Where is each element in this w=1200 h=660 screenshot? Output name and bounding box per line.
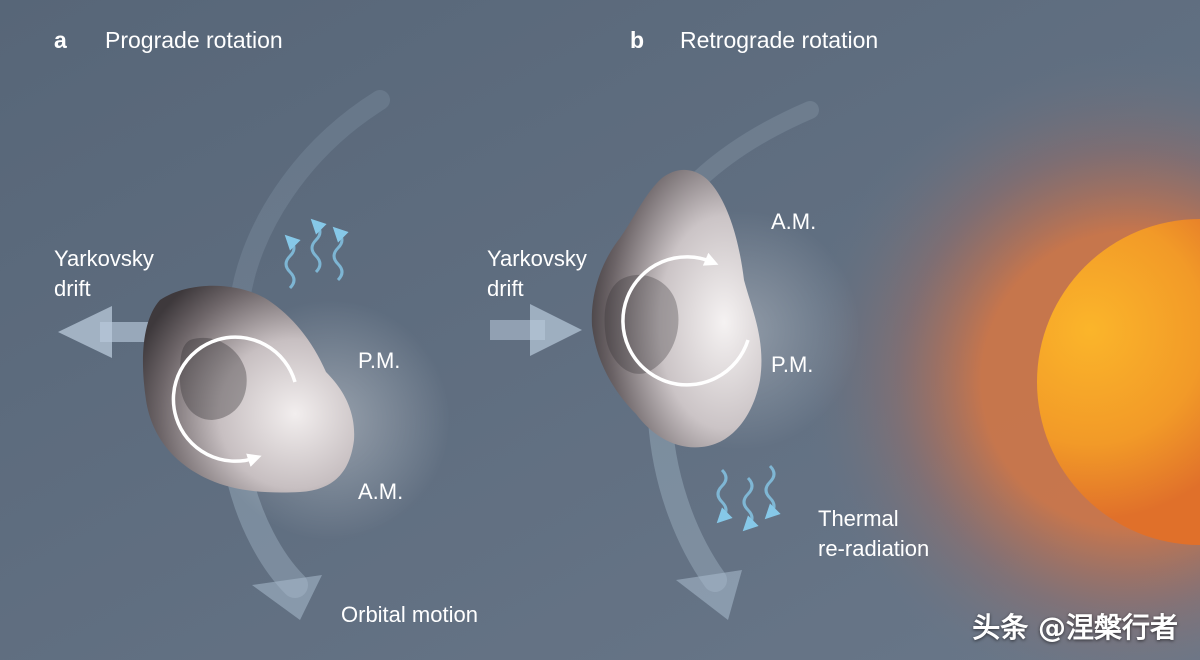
asteroid-a-shadow: [180, 337, 247, 420]
panel-b-pm-label: P.M.: [771, 352, 814, 377]
orbital-motion-label: Orbital motion: [341, 602, 478, 627]
watermark: 头条 @涅槃行者: [972, 611, 1178, 644]
sun-icon: [1037, 219, 1200, 545]
panel-a-drift-label: Yarkovsky drift: [54, 246, 154, 301]
asteroid-b-shadow: [604, 274, 679, 374]
panel-b-drift-label: Yarkovsky drift: [487, 246, 587, 301]
thermal-wave-icon-a: [284, 218, 349, 290]
orbital-motion-arrowhead-a: [252, 575, 322, 620]
thermal-reradiation-label: Thermal re-radiation: [818, 506, 930, 561]
yarkovsky-drift-arrow-b: [490, 304, 582, 356]
panel-a-pm-label: P.M.: [358, 348, 401, 373]
orbital-motion-arrowhead-b: [676, 570, 742, 620]
panel-a-am-label: A.M.: [358, 479, 404, 504]
rotation-arrow-b: [621, 252, 750, 387]
thermal-wave-icon-b: [716, 464, 781, 532]
asteroid-a: [142, 285, 355, 493]
panel-a-title: Prograde rotation: [105, 27, 283, 53]
panel-b-title: Retrograde rotation: [680, 27, 879, 53]
panel-b-am-label: A.M.: [771, 209, 817, 234]
rotation-arrow-a: [171, 335, 297, 467]
panel-b-letter: b: [630, 27, 645, 53]
panel-a-letter: a: [54, 27, 67, 53]
